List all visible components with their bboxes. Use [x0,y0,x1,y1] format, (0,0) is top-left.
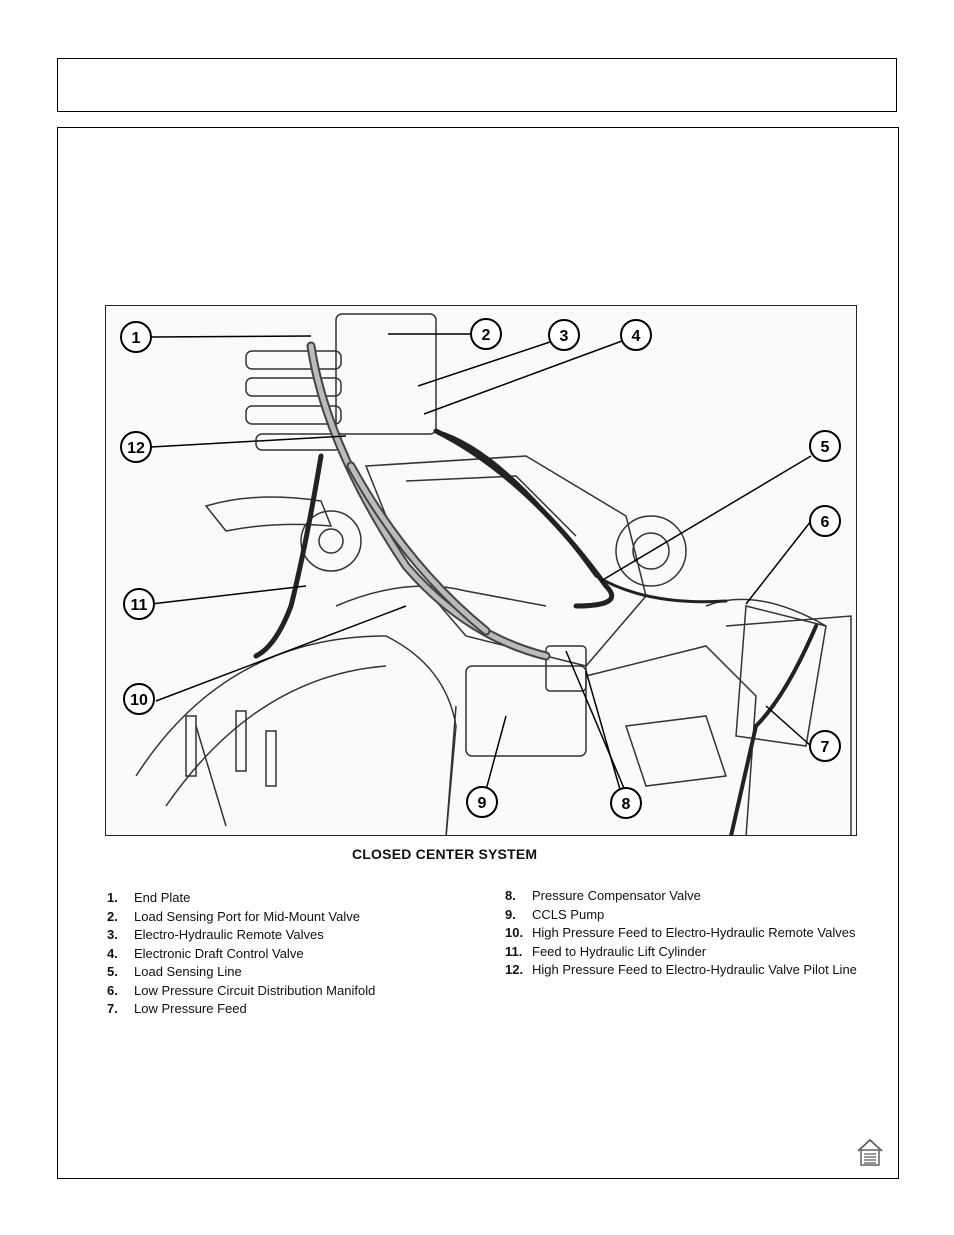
callout-10: 10 [123,683,155,715]
callout-12: 12 [120,431,152,463]
legend-item: 1.End Plate [107,890,191,905]
legend-item: 8.Pressure Compensator Valve [505,888,701,903]
svg-text:4: 4 [632,328,641,345]
home-icon [857,1138,883,1166]
callout-9: 9 [466,786,498,818]
legend-item: 2.Load Sensing Port for Mid-Mount Valve [107,908,360,924]
callout-2: 2 [470,318,502,350]
svg-text:2: 2 [482,327,491,344]
legend-item: 6.Low Pressure Circuit Distribution Mani… [107,982,376,998]
legend-item: 11.Feed to Hydraulic Lift Cylinder [505,943,707,959]
svg-text:10: 10 [130,692,148,709]
callout-1: 1 [120,321,152,353]
hydraulic-system-figure: 1 2 3 4 5 6 7 8 9 10 11 12 [105,305,857,836]
callout-7: 7 [809,730,841,762]
header-box [57,58,897,112]
legend-item: 5.Load Sensing Line [107,964,242,979]
svg-text:9: 9 [478,795,487,812]
legend-left: 1.End Plate 2.Load Sensing Port for Mid-… [107,889,437,1019]
svg-text:7: 7 [821,739,830,756]
callout-11: 11 [123,588,155,620]
home-button[interactable] [855,1137,885,1167]
callout-3: 3 [548,319,580,351]
legend-item: 9.CCLS Pump [505,906,605,922]
legend-item: 4.Electronic Draft Control Valve [107,945,304,961]
callout-group: 1 2 3 4 5 6 7 8 9 10 11 12 [120,318,841,819]
svg-text:11: 11 [131,597,148,614]
svg-text:1: 1 [132,330,141,347]
svg-text:6: 6 [821,514,830,531]
svg-text:12: 12 [127,440,145,457]
legend-item: 12.High Pressure Feed to Electro-Hydraul… [505,962,857,977]
svg-text:5: 5 [821,439,830,456]
callout-4: 4 [620,319,652,351]
content-frame [57,127,899,1179]
legend-item: 3.Electro-Hydraulic Remote Valves [107,927,324,942]
legend-right: 8.Pressure Compensator Valve 9.CCLS Pump… [505,887,865,980]
legend-item: 7.Low Pressure Feed [107,1001,247,1016]
callout-6: 6 [809,505,841,537]
svg-text:8: 8 [622,796,631,813]
hydraulic-illustration: 1 2 3 4 5 6 7 8 9 10 11 12 [120,313,852,835]
callout-5: 5 [809,430,841,462]
figure-caption: CLOSED CENTER SYSTEM [352,846,538,862]
svg-text:3: 3 [560,328,569,345]
callout-8: 8 [610,787,642,819]
remote-valve-spools [245,350,342,451]
legend-item: 10.High Pressure Feed to Electro-Hydraul… [505,925,856,940]
